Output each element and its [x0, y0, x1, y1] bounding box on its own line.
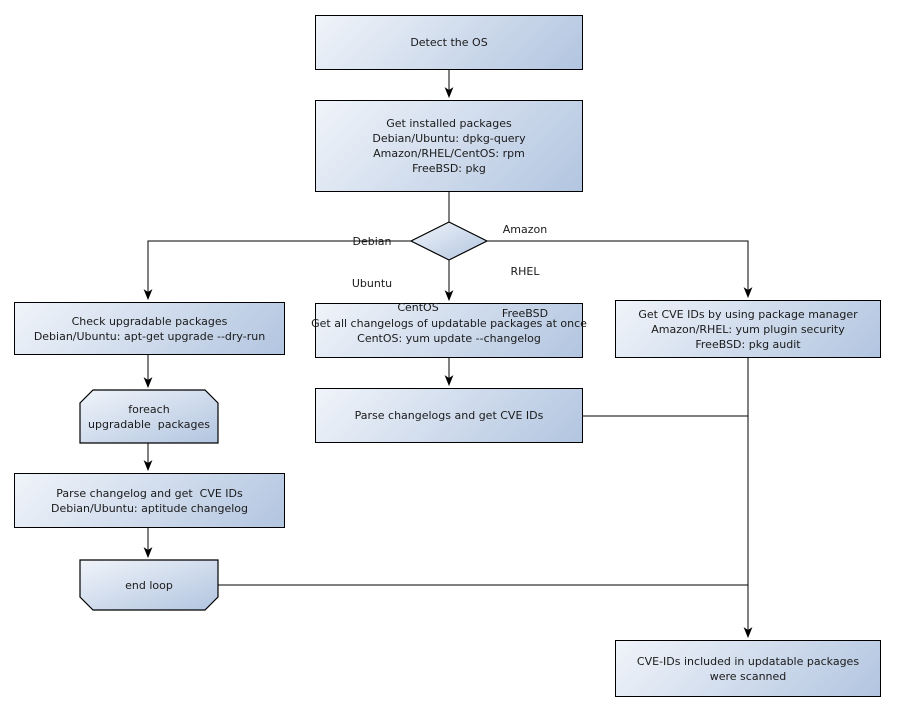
node-text: Amazon/RHEL/CentOS: rpm — [373, 147, 525, 160]
node-text: end loop — [125, 578, 173, 592]
node-text: Get all changelogs of updatable packages… — [311, 316, 587, 330]
label-debian-ubuntu-branch: Debian Ubuntu — [338, 207, 406, 319]
node-text: FreeBSD: pkg — [412, 162, 486, 175]
node-text: Parse changelogs and get CVE IDs — [354, 409, 544, 422]
edge-decision-to-check-upgradable — [143, 240, 411, 301]
node-text: FreeBSD: pkg audit — [695, 337, 801, 351]
node-text: Debian/Ubuntu: dpkg-query — [372, 132, 526, 145]
edge-label-text: Amazon — [502, 223, 548, 236]
edge-label-text: Ubuntu — [351, 277, 393, 290]
node-text: were scanned — [709, 669, 787, 683]
node-text: Amazon/RHEL: yum plugin security — [651, 322, 845, 336]
node-parse-changelogs: Parse changelogs and get CVE IDs — [315, 388, 583, 443]
node-text: Debian/Ubuntu: aptitude changelog — [50, 501, 249, 515]
node-foreach-loop: foreach upgradable packages — [80, 390, 218, 443]
node-get-cve-ids: Get CVE IDs by using package manager Ama… — [615, 300, 881, 358]
node-text: Detect the OS — [410, 36, 488, 49]
node-text: Parse changelog and get CVE IDs — [56, 486, 243, 500]
node-get-all-changelogs: Get all changelogs of updatable packages… — [311, 303, 587, 358]
edge-label-text: FreeBSD — [501, 307, 549, 320]
label-centos-branch: CentOS — [390, 273, 446, 343]
node-cve-ids-scanned: CVE-IDs included in updatable packages w… — [615, 640, 881, 697]
node-text: foreach — [128, 402, 170, 416]
node-parse-changelog: Parse changelog and get CVE IDs Debian/U… — [14, 473, 285, 528]
node-text: CentOS: yum update --changelog — [357, 331, 541, 345]
edge-label-text: Debian — [352, 235, 392, 248]
node-text: Debian/Ubuntu: apt-get upgrade --dry-run — [33, 329, 266, 343]
edge-label-text: CentOS — [397, 301, 439, 314]
node-check-upgradable-packages: Check upgradable packages Debian/Ubuntu:… — [14, 302, 285, 355]
end-loop-shape — [79, 559, 219, 611]
foreach-loop-shape — [79, 389, 219, 444]
node-text: Get CVE IDs by using package manager — [638, 307, 858, 321]
node-detect-os: Detect the OS — [315, 15, 583, 70]
node-text: Check upgradable packages — [71, 314, 228, 328]
node-text: upgradable packages — [88, 417, 210, 431]
os-decision-diamond — [409, 221, 489, 261]
node-text: Get installed packages — [386, 117, 512, 130]
node-get-installed-packages: Get installed packages Debian/Ubuntu: dp… — [315, 100, 583, 192]
edge-label-text: RHEL — [510, 265, 540, 278]
label-amazon-rhel-freebsd-branch: Amazon RHEL FreeBSD — [491, 195, 559, 349]
edge-decision-to-get-cve-ids — [487, 240, 753, 299]
node-text: CVE-IDs included in updatable packages — [636, 654, 860, 668]
node-end-loop: end loop — [80, 560, 218, 610]
